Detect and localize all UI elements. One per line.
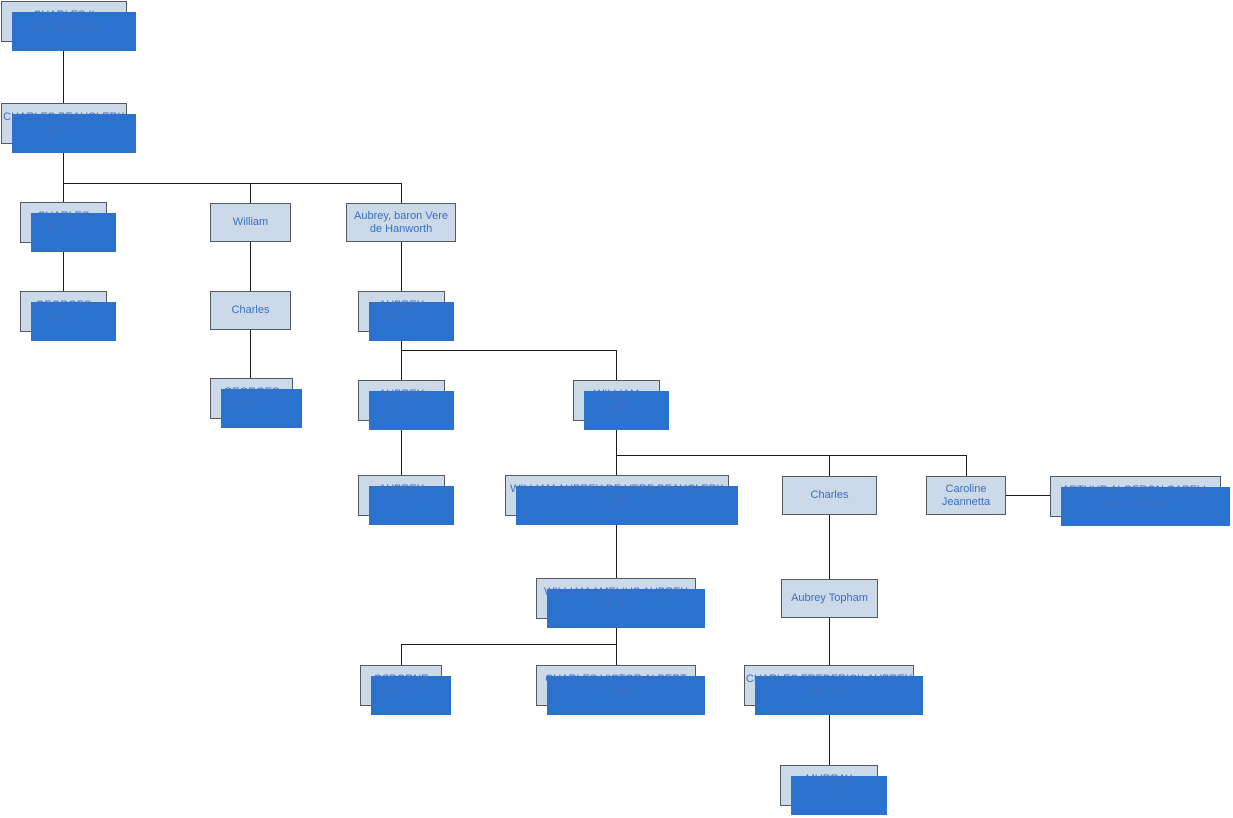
connector-c-william-charles [250, 242, 251, 292]
connector-c-to-aubrey-vere [401, 183, 402, 204]
person-title: 7e duc [384, 495, 419, 508]
person-title: 8e duc [599, 400, 634, 413]
connector-c-to-caroline [966, 455, 967, 477]
person-title: 2e duc [46, 222, 81, 235]
person-title: Jeannetta [941, 495, 991, 508]
person-title: 4e duc [234, 398, 269, 411]
person-name: OSBORNE [373, 672, 429, 685]
person-name: WILLIAM [593, 387, 640, 400]
connector-c-topham-13e [829, 618, 830, 666]
person-name: Aubrey, baron Vere [354, 209, 448, 222]
connector-c-13e-14e [829, 706, 830, 766]
person-name: Aubrey Topham [791, 592, 868, 604]
person-name: AUBREY [378, 387, 425, 400]
person-title: 13e duc [809, 685, 849, 698]
person-name: MURRAY [805, 772, 853, 785]
person-name: Charles [231, 304, 270, 316]
connector-c-10e-bar [401, 644, 616, 645]
person-node-charles-petit[interactable]: Charles [210, 291, 291, 330]
person-name: AUBREY [378, 298, 425, 311]
connector-c-1er-children-bar [63, 183, 401, 184]
connector-c-to-osborne [401, 644, 402, 666]
person-name: CHARLES BEAUCLERK [3, 110, 125, 123]
connector-c-roi-to-1er [63, 42, 64, 103]
person-name: CHARLES [37, 209, 90, 222]
connector-c-charles-georges4e [250, 330, 251, 379]
connector-c-10e-down [616, 619, 617, 644]
person-name: CHARLES II [33, 8, 95, 21]
person-name: CHARLES VICTOR ALBERT [545, 672, 687, 685]
connector-c-william8e-down [616, 421, 617, 455]
person-title: 11e duc [596, 685, 636, 698]
person-title: 10e duc [596, 598, 636, 611]
connector-c-to-aubrey6e [401, 350, 402, 381]
connector-c-aubrey5e-down [401, 332, 402, 350]
person-node-charles-fils[interactable]: Charles [782, 476, 877, 515]
connector-c-caroline-arthur [1006, 495, 1050, 496]
person-name: GEORGES [223, 385, 280, 398]
person-name: Charles [810, 489, 849, 501]
connector-c-1er-down [63, 144, 64, 184]
connector-c-william8e-bar [616, 455, 966, 456]
person-name: AUBREY [378, 482, 425, 495]
person-title: comte d'Essex [1099, 496, 1172, 509]
connector-c-vere-aubrey5e [401, 242, 402, 292]
connector-c-aubrey6e-aubrey7e [401, 421, 402, 476]
person-name: Caroline [945, 482, 987, 495]
connector-c-charles2e-georges3e [63, 243, 64, 291]
person-name: CHARLES FREDERICK AUBREY [745, 672, 913, 685]
person-title: 9e duc [600, 495, 634, 508]
person-node-aubrey-topham[interactable]: Aubrey Topham [781, 579, 878, 618]
person-title: 5e duc [384, 311, 419, 324]
person-name: William [232, 216, 269, 228]
connector-c-to-william [250, 183, 251, 204]
person-node-william-fils[interactable]: William [210, 203, 291, 242]
person-title: 14e duc [809, 785, 849, 798]
person-name: WILLIAM AMELIUS AUBREY [544, 585, 688, 598]
connector-c-to-william8e [616, 350, 617, 381]
person-name: WILLIAM AUBREY DE VERE BEAUCLERK [510, 482, 724, 495]
person-title: 1er duc [45, 123, 83, 136]
connector-c-9e-to-10e [616, 516, 617, 579]
connector-c-to-11e [616, 644, 617, 666]
connector-c-aubrey5e-bar [401, 350, 616, 351]
person-title: roi d'Angleterre [26, 21, 102, 34]
person-title: 12e duc [381, 685, 421, 698]
person-title: 3e duc [46, 311, 81, 324]
person-title: de Hanworth [369, 222, 433, 235]
connector-c-charles-aubreytopham [829, 515, 830, 580]
person-name: GEORGES [35, 298, 92, 311]
person-title: 6e duc [384, 400, 419, 413]
person-name: ARTHUR ALGERON CAPELL [1061, 483, 1210, 496]
connector-c-to-9e [616, 455, 617, 476]
connector-c-to-charles-fils [829, 455, 830, 477]
connector-c-to-charles2e [63, 183, 64, 203]
